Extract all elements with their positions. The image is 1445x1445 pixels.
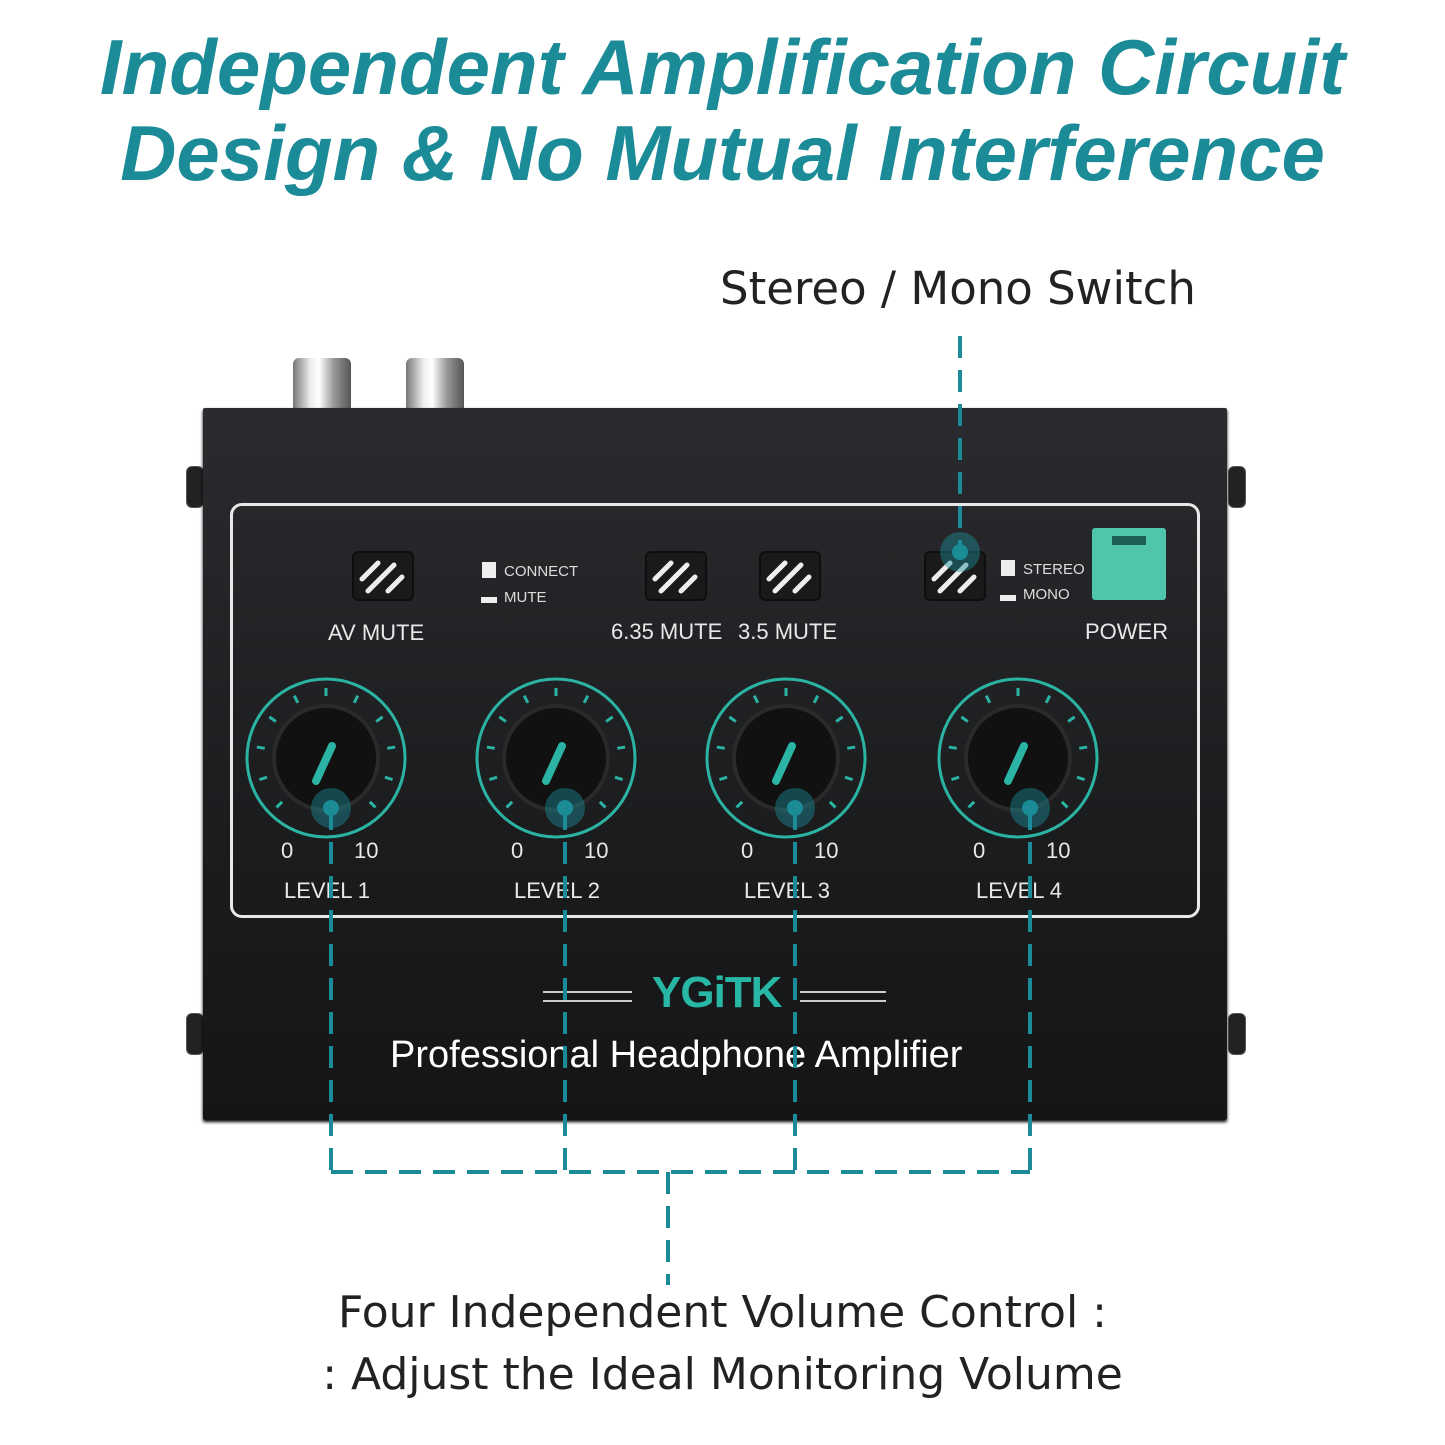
knob-min-label: 0 xyxy=(511,838,524,863)
stripes-icon xyxy=(766,560,812,594)
knob-min-label: 0 xyxy=(973,838,986,863)
button-down-icon xyxy=(1000,595,1016,601)
logo-rule-right xyxy=(800,991,886,1002)
knob-max-label: 10 xyxy=(584,838,609,863)
callout-dot xyxy=(323,800,339,816)
knob-label: LEVEL 4 xyxy=(976,878,1063,903)
power-indicator xyxy=(1112,536,1146,545)
av-mute-button[interactable] xyxy=(354,553,412,599)
button-up-icon xyxy=(482,562,496,578)
stereo-mono-callout: Stereo / Mono Switch xyxy=(720,262,1196,315)
legend-connect: CONNECT xyxy=(504,563,579,580)
volume-callout-line2: : Adjust the Ideal Monitoring Volume xyxy=(322,1349,1123,1400)
product-name: Professional Headphone Amplifier xyxy=(390,1034,963,1076)
button-up-icon xyxy=(1001,560,1015,576)
control-panel xyxy=(230,503,1200,918)
brand-logo: YGiTK xyxy=(652,968,782,1017)
screw xyxy=(1228,1013,1246,1055)
callout-dot xyxy=(952,544,968,560)
callout-dot xyxy=(787,800,803,816)
knob-max-label: 10 xyxy=(354,838,379,863)
knob-max-label: 10 xyxy=(1046,838,1071,863)
headline-line2-row: Design & No Mutual Interference xyxy=(0,110,1445,196)
level-knob-3[interactable] xyxy=(704,676,868,840)
stereo-mono-switch[interactable] xyxy=(926,553,984,599)
knob-label: LEVEL 3 xyxy=(744,878,831,903)
rca-jack-left xyxy=(293,358,351,410)
knob-pointer xyxy=(312,742,336,785)
volume-callout-line1: Four Independent Volume Control : xyxy=(338,1287,1107,1338)
rca-jack-right xyxy=(406,358,464,410)
knob-label: LEVEL 1 xyxy=(284,878,371,903)
mute-635-button[interactable] xyxy=(647,553,705,599)
level-knob-2[interactable] xyxy=(474,676,638,840)
knob-dial xyxy=(475,677,637,839)
legend-mono: MONO xyxy=(1023,586,1070,603)
mute-35-label: 3.5 MUTE xyxy=(738,619,838,644)
logo-rule-left xyxy=(543,991,632,1002)
knob-min-label: 0 xyxy=(281,838,294,863)
av-mute-label: AV MUTE xyxy=(328,620,425,645)
knob-pointer xyxy=(772,742,796,785)
button-down-icon xyxy=(481,597,497,603)
headline-line1: Independent Amplification Circuit xyxy=(99,23,1346,111)
headline-line2: Design & No Mutual Interference xyxy=(120,109,1325,197)
stripes-icon xyxy=(652,560,698,594)
power-label: POWER xyxy=(1085,619,1169,644)
stripes-icon xyxy=(359,560,405,594)
legend-mute: MUTE xyxy=(504,589,547,606)
knob-dial xyxy=(245,677,407,839)
power-button[interactable] xyxy=(1092,528,1166,600)
knob-pointer xyxy=(542,742,566,785)
knob-dial xyxy=(937,677,1099,839)
screw xyxy=(1228,466,1246,508)
headline-line1-row: Independent Amplification Circuit xyxy=(0,24,1445,110)
knob-label: LEVEL 2 xyxy=(514,878,601,903)
level-knob-1[interactable] xyxy=(244,676,408,840)
callout-dot xyxy=(1022,800,1038,816)
legend-stereo: STEREO xyxy=(1023,561,1085,578)
stripes-icon xyxy=(931,560,977,594)
knob-pointer xyxy=(1004,742,1028,785)
mute-35-button[interactable] xyxy=(761,553,819,599)
callout-dot xyxy=(557,800,573,816)
knob-min-label: 0 xyxy=(741,838,754,863)
level-knob-4[interactable] xyxy=(936,676,1100,840)
knob-max-label: 10 xyxy=(814,838,839,863)
knob-dial xyxy=(705,677,867,839)
mute-635-label: 6.35 MUTE xyxy=(611,619,723,644)
